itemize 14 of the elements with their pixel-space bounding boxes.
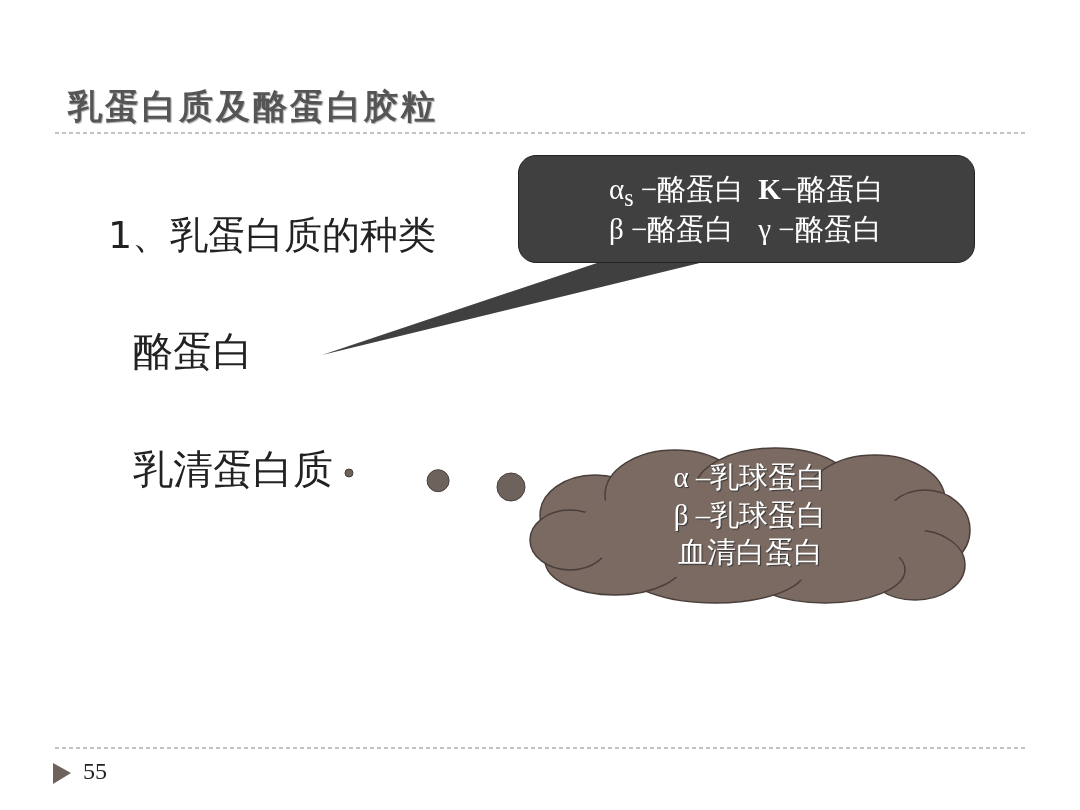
thought-bubble-dots (344, 468, 526, 502)
speech-callout (518, 155, 975, 263)
section-heading: 1、乳蛋白质的种类 (108, 212, 437, 259)
term-label: 乳清蛋白质 (133, 446, 333, 492)
term-label: 酪蛋白 (133, 328, 253, 374)
cloud-text: α –乳球蛋白 (673, 460, 827, 495)
callout-text: β −酪蛋白 (608, 211, 736, 247)
callout-text: γ −酪蛋白 (758, 211, 883, 247)
cloud-text: β –乳球蛋白 (673, 497, 827, 533)
page-number: 55 (83, 758, 107, 785)
slide-title: 乳蛋白质及酪蛋白胶粒 (68, 85, 438, 128)
callout-text: α$_{s}$ −酪蛋白 (608, 171, 745, 212)
callout-text: K−酪蛋白 (758, 171, 885, 207)
cloud-text: 血清白蛋白 (677, 535, 823, 571)
